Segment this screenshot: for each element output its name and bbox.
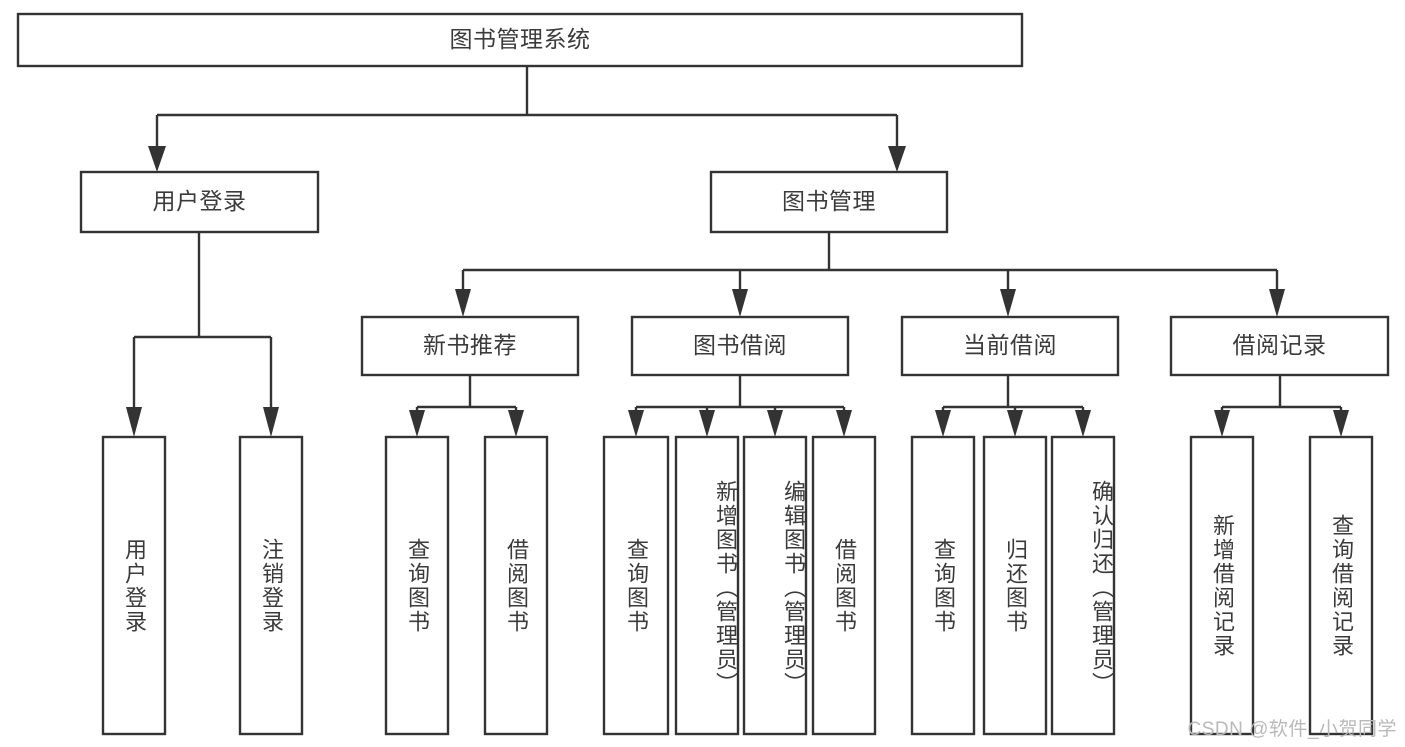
connector-group-book-management xyxy=(455,232,1285,317)
node-box-current-borrow[interactable] xyxy=(900,315,1120,377)
arrow-head-user-login xyxy=(148,146,166,172)
node-box-leaf-query-borrow-record[interactable] xyxy=(1308,435,1374,736)
connector-group-user-login xyxy=(126,232,279,437)
arrow-head-leaf-return-book xyxy=(1007,410,1023,437)
node-box-new-book-recommend[interactable] xyxy=(360,315,580,377)
connector-group-root xyxy=(148,66,906,172)
node-box-leaf-user-login[interactable] xyxy=(101,435,167,736)
arrow-head-leaf-user-login xyxy=(126,407,142,437)
arrow-head-leaf-query-book-rec xyxy=(409,410,425,437)
node-box-root[interactable] xyxy=(16,12,1024,68)
node-box-leaf-query-book-current[interactable] xyxy=(910,435,976,736)
arrow-head-leaf-edit-book-admin xyxy=(767,410,783,437)
arrow-head-leaf-confirm-return-admin xyxy=(1075,410,1091,437)
node-box-leaf-borrow-book-rec[interactable] xyxy=(483,435,549,736)
node-box-user-login[interactable] xyxy=(79,170,320,234)
connector-group-current-borrow xyxy=(935,375,1091,437)
arrow-head-leaf-add-borrow-record xyxy=(1214,410,1230,437)
connector-group-borrow-records xyxy=(1214,375,1349,437)
node-box-leaf-confirm-return-admin[interactable] xyxy=(1050,435,1116,736)
arrow-head-leaf-add-book-admin xyxy=(699,410,715,437)
arrow-head-new-book-recommend xyxy=(455,289,471,317)
node-box-leaf-borrow-book[interactable] xyxy=(811,435,877,736)
node-box-leaf-add-borrow-record[interactable] xyxy=(1189,435,1255,736)
arrow-head-leaf-query-book-current xyxy=(935,410,951,437)
arrow-head-leaf-logout xyxy=(263,407,279,437)
connector-group-new-book-recommend xyxy=(409,375,524,437)
node-box-leaf-edit-book-admin[interactable] xyxy=(742,435,808,736)
node-box-book-borrow[interactable] xyxy=(630,315,850,377)
node-box-leaf-return-book[interactable] xyxy=(982,435,1048,736)
node-box-borrow-records[interactable] xyxy=(1169,315,1390,377)
node-box-book-management[interactable] xyxy=(709,170,949,234)
node-box-leaf-query-book-borrow[interactable] xyxy=(602,435,670,736)
arrow-head-leaf-borrow-book-rec xyxy=(508,410,524,437)
arrow-head-current-borrow xyxy=(1000,289,1016,317)
node-box-leaf-query-book-rec[interactable] xyxy=(384,435,450,736)
arrow-head-leaf-query-book-borrow xyxy=(628,410,644,437)
arrow-head-book-borrow xyxy=(732,289,748,317)
node-box-leaf-add-book-admin[interactable] xyxy=(674,435,740,736)
arrow-head-borrow-records xyxy=(1269,289,1285,317)
arrow-head-leaf-query-borrow-record xyxy=(1333,410,1349,437)
node-box-leaf-logout[interactable] xyxy=(238,435,304,736)
arrow-head-leaf-borrow-book xyxy=(836,410,852,437)
watermark-text: CSDN @软件_小贺同学 xyxy=(1187,719,1397,740)
arrow-head-book-management xyxy=(888,146,906,172)
connector-group-book-borrow xyxy=(628,375,852,437)
